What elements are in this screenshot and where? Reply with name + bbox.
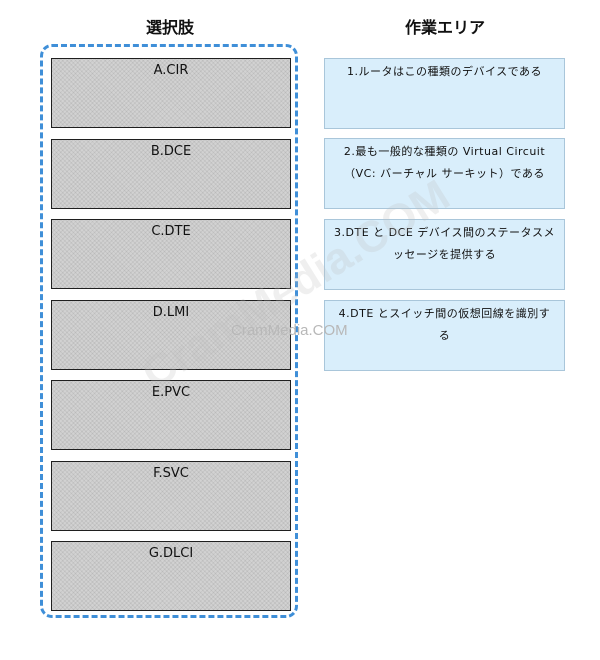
drop-target-4[interactable]: 4.DTE とスイッチ間の仮想回線を識別する bbox=[324, 300, 565, 371]
work-area-heading: 作業エリア bbox=[404, 18, 485, 37]
choices-heading: 選択肢 bbox=[145, 18, 194, 37]
drop-target-3[interactable]: 3.DTE と DCE デバイス間のステータスメッセージを提供する bbox=[324, 219, 565, 290]
watermark-text: CramMedia.COM bbox=[231, 322, 348, 339]
choice-d-lmi[interactable]: D.LMI bbox=[51, 300, 291, 370]
choice-c-dte[interactable]: C.DTE bbox=[51, 219, 291, 289]
choice-a-cir[interactable]: A.CIR bbox=[51, 58, 291, 128]
drop-target-1[interactable]: 1.ルータはこの種類のデバイスである bbox=[324, 58, 565, 129]
choice-f-svc[interactable]: F.SVC bbox=[51, 461, 291, 531]
drop-target-2[interactable]: 2.最も一般的な種類の Virtual Circuit（VC: バーチャル サー… bbox=[324, 138, 565, 209]
choice-e-pvc[interactable]: E.PVC bbox=[51, 380, 291, 450]
choice-b-dce[interactable]: B.DCE bbox=[51, 139, 291, 209]
choice-g-dlci[interactable]: G.DLCI bbox=[51, 541, 291, 611]
choices-container bbox=[40, 44, 298, 618]
